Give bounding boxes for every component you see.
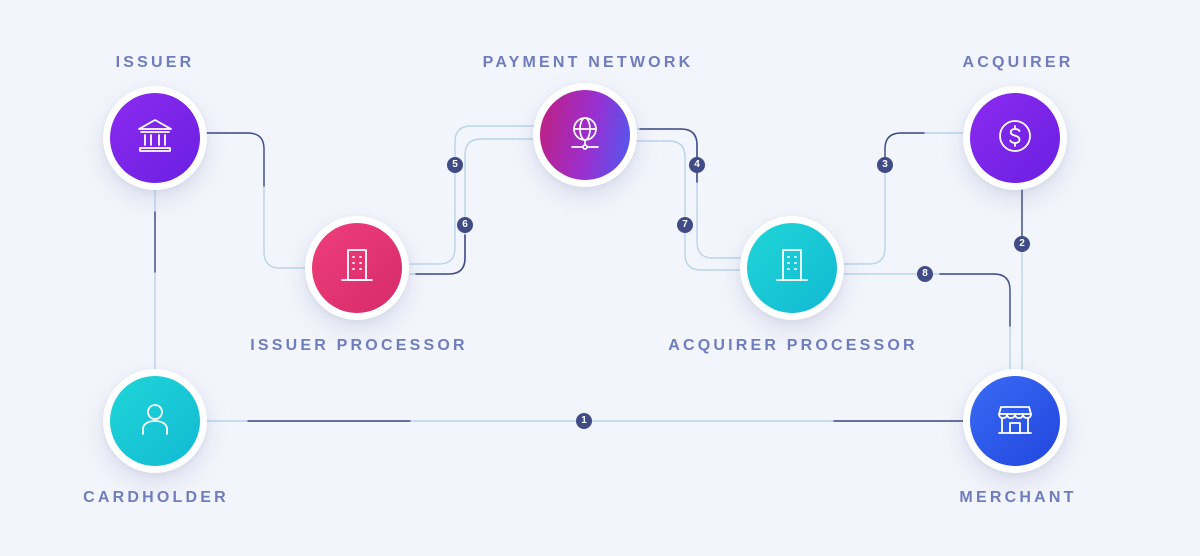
acquirer-processor-circle	[747, 223, 837, 313]
link-acquirer-processor-to-acquirer-accent	[884, 132, 925, 173]
link-issuer-processor-to-network-outer	[409, 125, 537, 265]
issuer-node	[103, 86, 207, 190]
payment-network-node	[533, 83, 637, 187]
issuer-processor-label: ISSUER PROCESSOR	[250, 337, 468, 354]
step-badge-4: 4	[689, 157, 705, 173]
link-acquirer-processor-to-acquirer	[841, 132, 965, 265]
merchant-node	[963, 369, 1067, 473]
dollar-coin-icon	[994, 115, 1036, 162]
issuer-processor-node	[305, 216, 409, 320]
link-network-to-acquirer-processor-outer	[635, 128, 749, 259]
issuer-processor-circle	[312, 223, 402, 313]
link-acquirer-processor-to-merchant	[841, 273, 1011, 377]
link-network-to-acquirer-processor-inner	[635, 140, 749, 271]
link-acquirer-processor-to-merchant-accent	[939, 273, 1011, 327]
merchant-circle	[970, 376, 1060, 466]
globe-network-icon	[564, 112, 606, 159]
step-badge-7: 7	[677, 217, 693, 233]
cardholder-label: CARDHOLDER	[83, 489, 229, 506]
bank-icon	[134, 115, 176, 162]
merchant-label: MERCHANT	[959, 489, 1077, 506]
link-issuer-to-issuer-processor	[204, 132, 307, 269]
storefront-icon	[994, 398, 1036, 445]
user-icon	[134, 398, 176, 445]
step-badge-8: 8	[917, 266, 933, 282]
acquirer-circle	[970, 93, 1060, 183]
link-network-to-acquirer-processor-accent	[639, 128, 698, 183]
step-badge-6: 6	[457, 217, 473, 233]
acquirer-label: ACQUIRER	[962, 54, 1074, 71]
acquirer-processor-label: ACQUIRER PROCESSOR	[668, 337, 918, 354]
link-issuer-processor-to-network-inner	[409, 138, 537, 275]
issuer-label: ISSUER	[115, 54, 195, 71]
cardholder-circle	[110, 376, 200, 466]
building-icon	[771, 245, 813, 292]
step-badge-5: 5	[447, 157, 463, 173]
step-badge-2: 2	[1014, 236, 1030, 252]
acquirer-processor-node	[740, 216, 844, 320]
building-icon	[336, 245, 378, 292]
acquirer-node	[963, 86, 1067, 190]
step-badge-1: 1	[576, 413, 592, 429]
link-issuer-to-issuer-processor-accent	[204, 132, 265, 187]
issuer-circle	[110, 93, 200, 183]
payment-network-circle	[540, 90, 630, 180]
payment-network-label: PAYMENT NETWORK	[482, 54, 694, 71]
step-badge-3: 3	[877, 157, 893, 173]
link-issuer-processor-to-network-accent	[415, 234, 466, 275]
cardholder-node	[103, 369, 207, 473]
